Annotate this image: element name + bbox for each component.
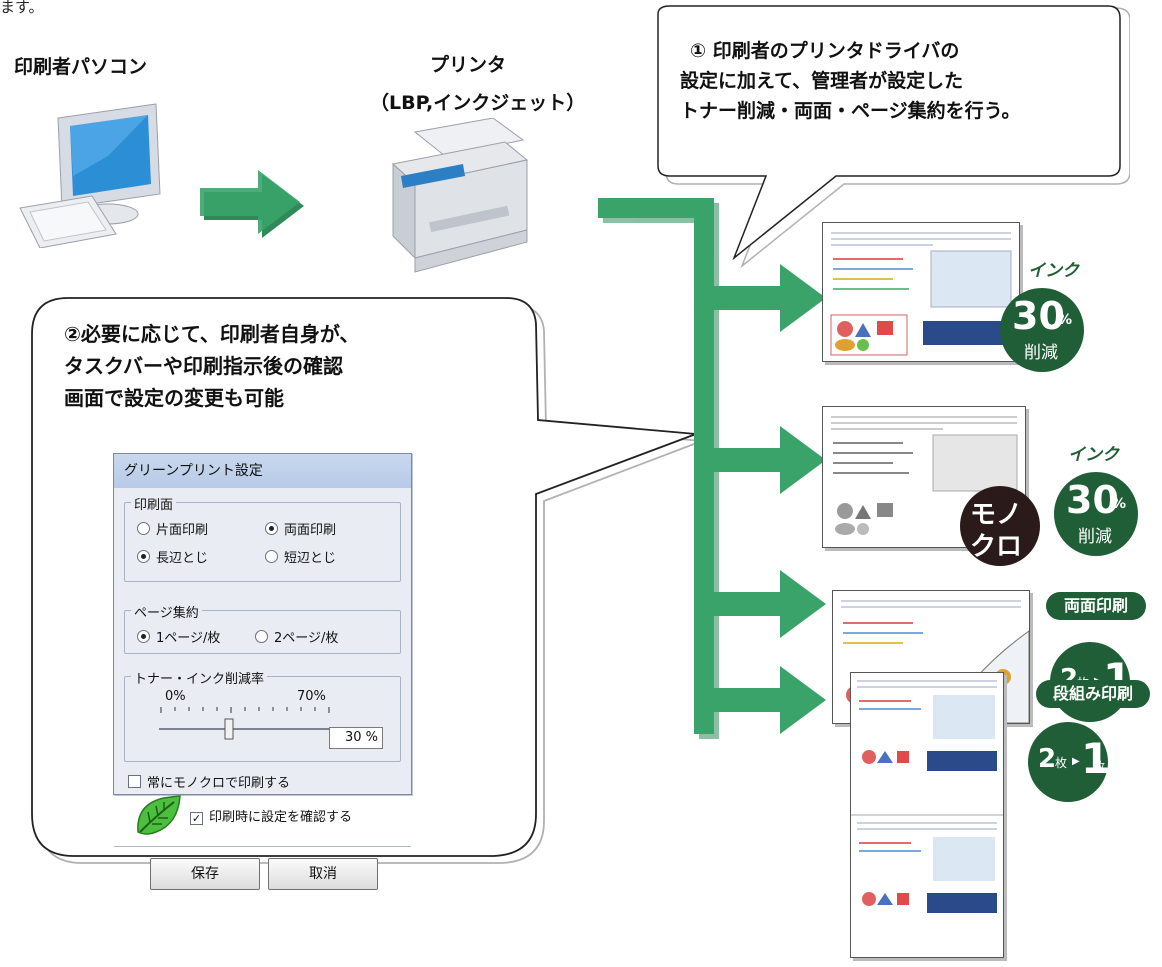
- reduction-value-field[interactable]: 30 %: [329, 727, 383, 749]
- output-branch-arrows: [598, 198, 826, 739]
- mono-badge: モノ クロ: [960, 486, 1040, 566]
- callout-2-line-1: ②必要に応じて、印刷者自身が、: [64, 322, 360, 346]
- radio-icon: [265, 550, 278, 563]
- percent-sign: %: [1058, 312, 1073, 328]
- mono-label-2: クロ: [970, 532, 1023, 562]
- green-print-settings-dialog: グリーンプリント設定 印刷面 片面印刷 両面印刷 長辺とじ 短辺とじ ページ集約…: [113, 453, 412, 890]
- callout-1-line-2: 設定に加えて、管理者が設定した: [680, 70, 964, 92]
- top-text-fragment: ます。: [0, 0, 44, 16]
- callout-2-line-3: 画面で設定の変更も可能: [64, 386, 284, 410]
- output-page-mono-reduced: [822, 406, 1026, 548]
- ink-reduction-number: 30: [1012, 294, 1065, 338]
- callout-1-text: ① 印刷者のプリンタドライバの 設定に加えて、管理者が設定した トナー削減・両面…: [680, 36, 1120, 126]
- reduction-label: 削減: [1024, 343, 1058, 363]
- percent-sign: %: [1112, 496, 1127, 512]
- radio-2-page[interactable]: 2ページ/枚: [255, 627, 338, 646]
- reduction-label: 削減: [1078, 527, 1112, 547]
- radio-selected-icon: [137, 550, 150, 563]
- slider-thumb: [224, 718, 234, 740]
- arrow-pc-to-printer: [200, 170, 304, 238]
- radio-icon: [255, 630, 268, 643]
- pc-icon: [19, 103, 161, 248]
- radio-short-edge[interactable]: 短辺とじ: [265, 547, 336, 566]
- ink-reduction-number: 30: [1066, 478, 1119, 522]
- radio-long-edge[interactable]: 長辺とじ: [137, 547, 208, 566]
- reduction-max-label: 70%: [297, 689, 326, 704]
- print-side-group: 印刷面 片面印刷 両面印刷 長辺とじ 短辺とじ: [124, 494, 401, 582]
- reduction-rate-group: トナー・インク削減率 0% 70% 30 %: [124, 668, 401, 762]
- ink-reduction-badge-1: 30 % 削減: [1000, 288, 1084, 372]
- printer-sublabel: （LBP,インクジェット）: [370, 92, 586, 114]
- save-button[interactable]: 保存: [150, 858, 260, 890]
- plus-sign: +: [1036, 500, 1055, 525]
- printer-label: プリンタ: [430, 54, 507, 76]
- reduction-rate-label: トナー・インク削減率: [131, 668, 268, 687]
- always-mono-checkbox[interactable]: 常にモノクロで印刷する: [128, 772, 290, 791]
- sheets-before: 2: [1038, 744, 1057, 774]
- radio-double-side[interactable]: 両面印刷: [265, 519, 336, 538]
- ink-label-2: インク: [1068, 445, 1119, 465]
- callout-1-bubble: [657, 5, 1130, 269]
- radio-icon: [137, 522, 150, 535]
- confirm-on-print-checkbox[interactable]: ✓印刷時に設定を確認する: [190, 810, 353, 825]
- sheets-after: 1: [1081, 734, 1111, 783]
- page-aggregation-label: ページ集約: [131, 602, 202, 621]
- sheet-unit: 枚: [1094, 760, 1105, 773]
- radio-1-page[interactable]: 1ページ/枚: [137, 627, 220, 646]
- pc-label: 印刷者パソコン: [14, 56, 148, 78]
- arrow-right-icon: ▶: [1072, 756, 1080, 767]
- reduction-slider[interactable]: [155, 705, 335, 745]
- sheet-unit: 枚: [1055, 756, 1068, 770]
- page-thumbnail: [830, 232, 1012, 356]
- ink-reduction-badge-2: 30 % 削減: [1054, 472, 1138, 556]
- callout-2-line-2: タスクバーや印刷指示後の確認: [64, 354, 343, 378]
- checkbox-icon: [128, 775, 141, 788]
- output-page-color-reduced: [822, 222, 1020, 362]
- radio-selected-icon: [137, 630, 150, 643]
- n-up-sheet-badge: 2 枚 ▶ 1 枚: [1028, 722, 1111, 802]
- print-side-label: 印刷面: [131, 494, 177, 513]
- reduction-min-label: 0%: [165, 689, 186, 704]
- output-page-n-up: [850, 672, 1004, 958]
- dialog-divider: [114, 846, 411, 847]
- cancel-button[interactable]: 取消: [268, 858, 378, 890]
- printer-icon: [391, 118, 529, 273]
- callout-1-line-1: ① 印刷者のプリンタドライバの: [690, 40, 960, 62]
- page-aggregation-group: ページ集約 1ページ/枚 2ページ/枚: [124, 602, 401, 654]
- radio-selected-icon: [265, 522, 278, 535]
- leaf-icon: [137, 795, 181, 835]
- page-thumbnail: [831, 416, 1018, 535]
- ink-label-1: インク: [1028, 261, 1079, 281]
- duplex-badge: 両面印刷: [1046, 592, 1146, 620]
- page-thumbnail: [851, 680, 1003, 913]
- callout-1-line-3: トナー削減・両面・ページ集約を行う。: [680, 100, 1021, 122]
- n-up-badge: 段組み印刷: [1036, 680, 1150, 708]
- callout-2-text: ②必要に応じて、印刷者自身が、 タスクバーや印刷指示後の確認 画面で設定の変更も…: [64, 318, 524, 414]
- radio-single-side[interactable]: 片面印刷: [137, 519, 208, 538]
- checkbox-checked-icon: ✓: [190, 812, 203, 825]
- dialog-title: グリーンプリント設定: [114, 454, 411, 488]
- mono-label-1: モノ: [970, 500, 1023, 530]
